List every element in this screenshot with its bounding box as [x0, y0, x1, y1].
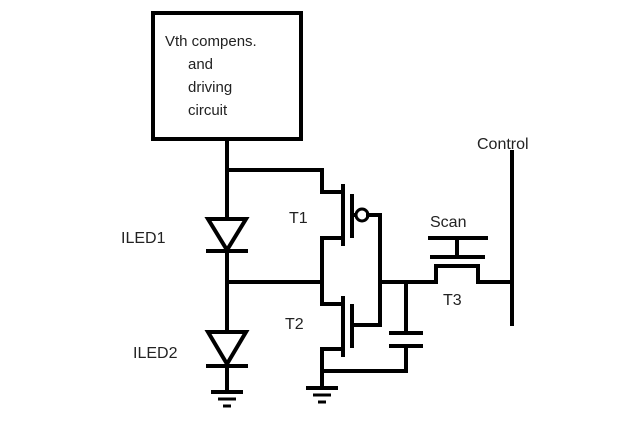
block-line-2: and: [188, 56, 213, 73]
storage-capacitor: [320, 280, 423, 373]
t3-label: T3: [443, 292, 462, 309]
t1-label: T1: [289, 210, 308, 227]
iled2-label: ILED2: [133, 345, 178, 362]
block-line-1: Vth compens.: [165, 33, 257, 50]
t2-label: T2: [285, 316, 304, 333]
t3-transistor: [428, 236, 514, 284]
t2-transistor: [320, 280, 382, 390]
ground-symbol-right: [306, 386, 338, 404]
t1-transistor: [320, 168, 382, 284]
block-line-3: driving: [188, 79, 232, 96]
control-label: Control: [477, 136, 529, 153]
scan-label: Scan: [430, 214, 466, 231]
ground-symbol-left: [211, 390, 243, 408]
block-line-4: circuit: [188, 102, 228, 119]
iled2-diode: [204, 330, 250, 368]
iled1-diode: [204, 217, 250, 254]
main-wire: [225, 137, 324, 394]
iled1-label: ILED1: [121, 230, 166, 247]
vth-compensation-block: Vth compens. and driving circuit: [151, 11, 303, 141]
